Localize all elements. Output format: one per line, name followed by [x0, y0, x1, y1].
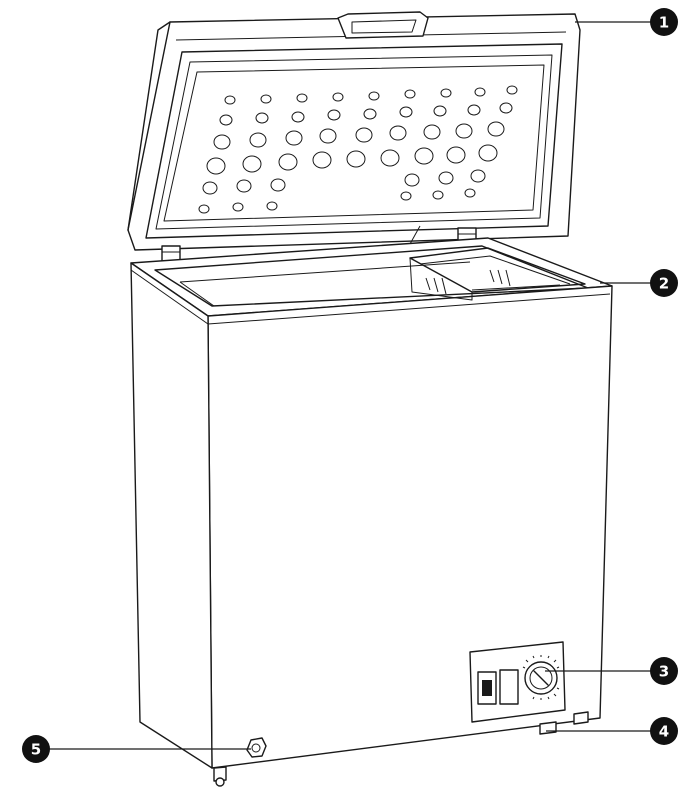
- callout-5: 5: [22, 735, 50, 763]
- drain-plug: [246, 737, 267, 758]
- leader-lines: [48, 21, 655, 750]
- callout-1: 1: [650, 8, 678, 36]
- callout-1-number: 1: [659, 14, 669, 32]
- callout-3-number: 3: [659, 663, 669, 681]
- basket: [409, 247, 586, 301]
- freezer-lid: [127, 13, 581, 251]
- lid-liner-dots: [198, 85, 518, 214]
- callout-2-number: 2: [659, 275, 669, 293]
- lid-handle: [337, 11, 429, 39]
- callout-4-number: 4: [659, 723, 669, 741]
- callout-4: 4: [650, 717, 678, 745]
- thermostat-control-panel: [469, 641, 566, 723]
- thermostat-scale-ticks: [522, 655, 560, 700]
- callout-3: 3: [650, 657, 678, 685]
- callout-2: 2: [650, 269, 678, 297]
- callout-5-number: 5: [31, 741, 41, 759]
